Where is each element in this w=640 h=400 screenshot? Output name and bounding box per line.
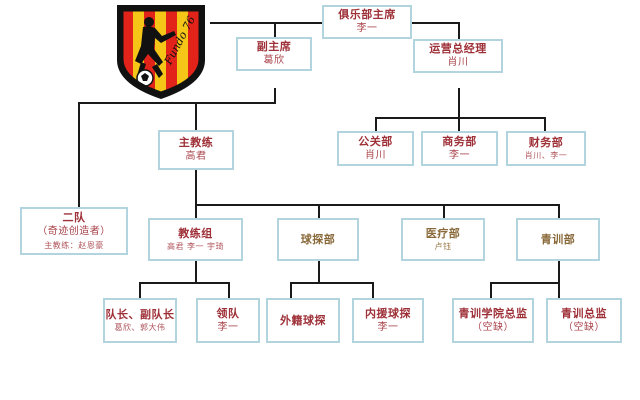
connector-chairman-ops-h (412, 22, 460, 24)
node-captains-names: 葛欣、郭大伟 (114, 323, 166, 333)
node-scout-dept[interactable]: 球探部 (277, 218, 359, 261)
connector-youth-drop (558, 204, 560, 218)
connector-youthdirector-drop (558, 282, 560, 298)
node-youth-director-title: 青训总监 (561, 306, 607, 320)
connector-chairman-vice (210, 22, 336, 24)
node-coach-group-members: 高君 李一 宇琦 (166, 242, 225, 252)
node-fin-dept-name: 肖川、李一 (524, 151, 568, 161)
connector-coachgroup-drop (195, 204, 197, 218)
node-second-team-alias: （奇迹创造者） (37, 226, 111, 238)
node-biz-dept-title: 商务部 (442, 134, 477, 148)
node-domestic-scout-name: 李一 (377, 321, 399, 333)
node-domestic-scout[interactable]: 内援球探 李一 (352, 298, 424, 343)
connector-coachgroup-down (195, 261, 197, 283)
node-team-leader[interactable]: 领队 李一 (196, 298, 260, 343)
node-chairman-name: 李一 (356, 23, 378, 35)
node-youth-academy-director-status: （空缺） (472, 321, 514, 333)
node-chairman-title: 俱乐部主席 (338, 8, 396, 22)
connector-youth-down (558, 261, 560, 283)
connector-ops-bus (375, 117, 545, 119)
node-team-leader-title: 领队 (216, 306, 240, 320)
connector-leader-drop (228, 282, 230, 298)
node-medical-dept-title: 医疗部 (425, 226, 461, 240)
connector-ops-down (458, 88, 460, 118)
connector-vice-bus (78, 102, 276, 104)
connector-fin-drop (544, 117, 546, 132)
node-vice-chairman-title: 副主席 (256, 40, 292, 54)
node-second-team-coach: 主教练：赵恩豪 (44, 240, 104, 250)
connector-captains-drop (139, 282, 141, 298)
node-youth-director-status: （空缺） (563, 321, 605, 333)
connector-biz-drop (458, 117, 460, 132)
node-foreign-scout-title: 外籍球探 (280, 313, 326, 327)
node-fin-dept[interactable]: 财务部 肖川、李一 (506, 131, 586, 166)
node-vice-chairman[interactable]: 副主席 葛欣 (236, 37, 312, 71)
connector-chairman-ops-v (458, 22, 460, 39)
node-fin-dept-title: 财务部 (528, 135, 564, 149)
node-youth-dept[interactable]: 青训部 (516, 218, 600, 261)
node-foreign-scout[interactable]: 外籍球探 (266, 298, 340, 343)
node-biz-dept-name: 李一 (449, 149, 470, 161)
node-second-team[interactable]: 二队 （奇迹创造者） 主教练：赵恩豪 (20, 207, 128, 255)
connector-scout-drop (318, 204, 320, 218)
connector-headcoach-down (195, 170, 197, 205)
connector-headcoach-drop (195, 102, 197, 130)
node-youth-academy-director-title: 青训学院总监 (458, 306, 528, 320)
node-head-coach[interactable]: 主教练 高君 (158, 130, 234, 170)
node-head-coach-name: 高君 (185, 151, 207, 163)
node-ops-manager-name: 肖川 (447, 57, 469, 69)
node-vice-chairman-name: 葛欣 (263, 55, 285, 67)
connector-secondteam-drop (78, 102, 80, 207)
node-domestic-scout-title: 内援球探 (365, 306, 411, 320)
node-medical-dept[interactable]: 医疗部 卢钰 (401, 218, 485, 261)
node-chairman[interactable]: 俱乐部主席 李一 (322, 5, 412, 39)
node-ops-manager-title: 运营总经理 (429, 42, 487, 56)
node-pr-dept-name: 肖川 (365, 149, 386, 161)
connector-departments-bus (195, 204, 560, 206)
node-captains-title: 队长、副队长 (105, 307, 175, 321)
connector-academydirector-drop (490, 282, 492, 298)
node-biz-dept[interactable]: 商务部 李一 (421, 131, 498, 166)
connector-pr-drop (375, 117, 377, 132)
connector-vice-down (274, 88, 276, 103)
connector-medical-drop (443, 204, 445, 218)
node-team-leader-name: 李一 (217, 321, 239, 333)
node-captains[interactable]: 队长、副队长 葛欣、郭大伟 (103, 298, 177, 343)
node-youth-dept-title: 青训部 (540, 232, 576, 246)
connector-foreignscout-drop (290, 282, 292, 298)
connector-scout-down (318, 261, 320, 283)
node-youth-academy-director[interactable]: 青训学院总监 （空缺） (452, 298, 534, 343)
club-crest-icon: Fundo 76 (117, 5, 205, 99)
node-coach-group[interactable]: 教练组 高君 李一 宇琦 (148, 218, 243, 261)
node-head-coach-title: 主教练 (178, 136, 214, 150)
node-youth-director[interactable]: 青训总监 （空缺） (546, 298, 622, 343)
node-pr-dept[interactable]: 公关部 肖川 (337, 131, 414, 166)
node-coach-group-title: 教练组 (178, 226, 213, 240)
connector-scout-bus (290, 282, 374, 284)
connector-vice-drop (274, 22, 276, 37)
node-ops-manager[interactable]: 运营总经理 肖川 (413, 39, 503, 73)
connector-youth-bus (490, 282, 560, 284)
connector-coachgroup-bus (139, 282, 230, 284)
node-medical-dept-name: 卢钰 (434, 242, 452, 252)
node-scout-dept-title: 球探部 (300, 232, 336, 246)
connector-domesticscout-drop (372, 282, 374, 298)
node-second-team-title: 二队 (62, 211, 86, 225)
node-pr-dept-title: 公关部 (358, 134, 393, 148)
